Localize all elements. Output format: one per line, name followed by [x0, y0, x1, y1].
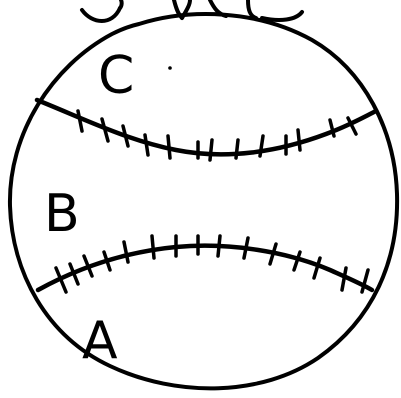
region-label-b: B — [44, 184, 80, 244]
region-label-a: A — [82, 311, 118, 371]
upper-seam-line — [37, 100, 376, 154]
region-label-c: C — [98, 46, 134, 106]
cropped-top-lettering — [82, 0, 302, 21]
small-ink-dot — [168, 66, 172, 70]
